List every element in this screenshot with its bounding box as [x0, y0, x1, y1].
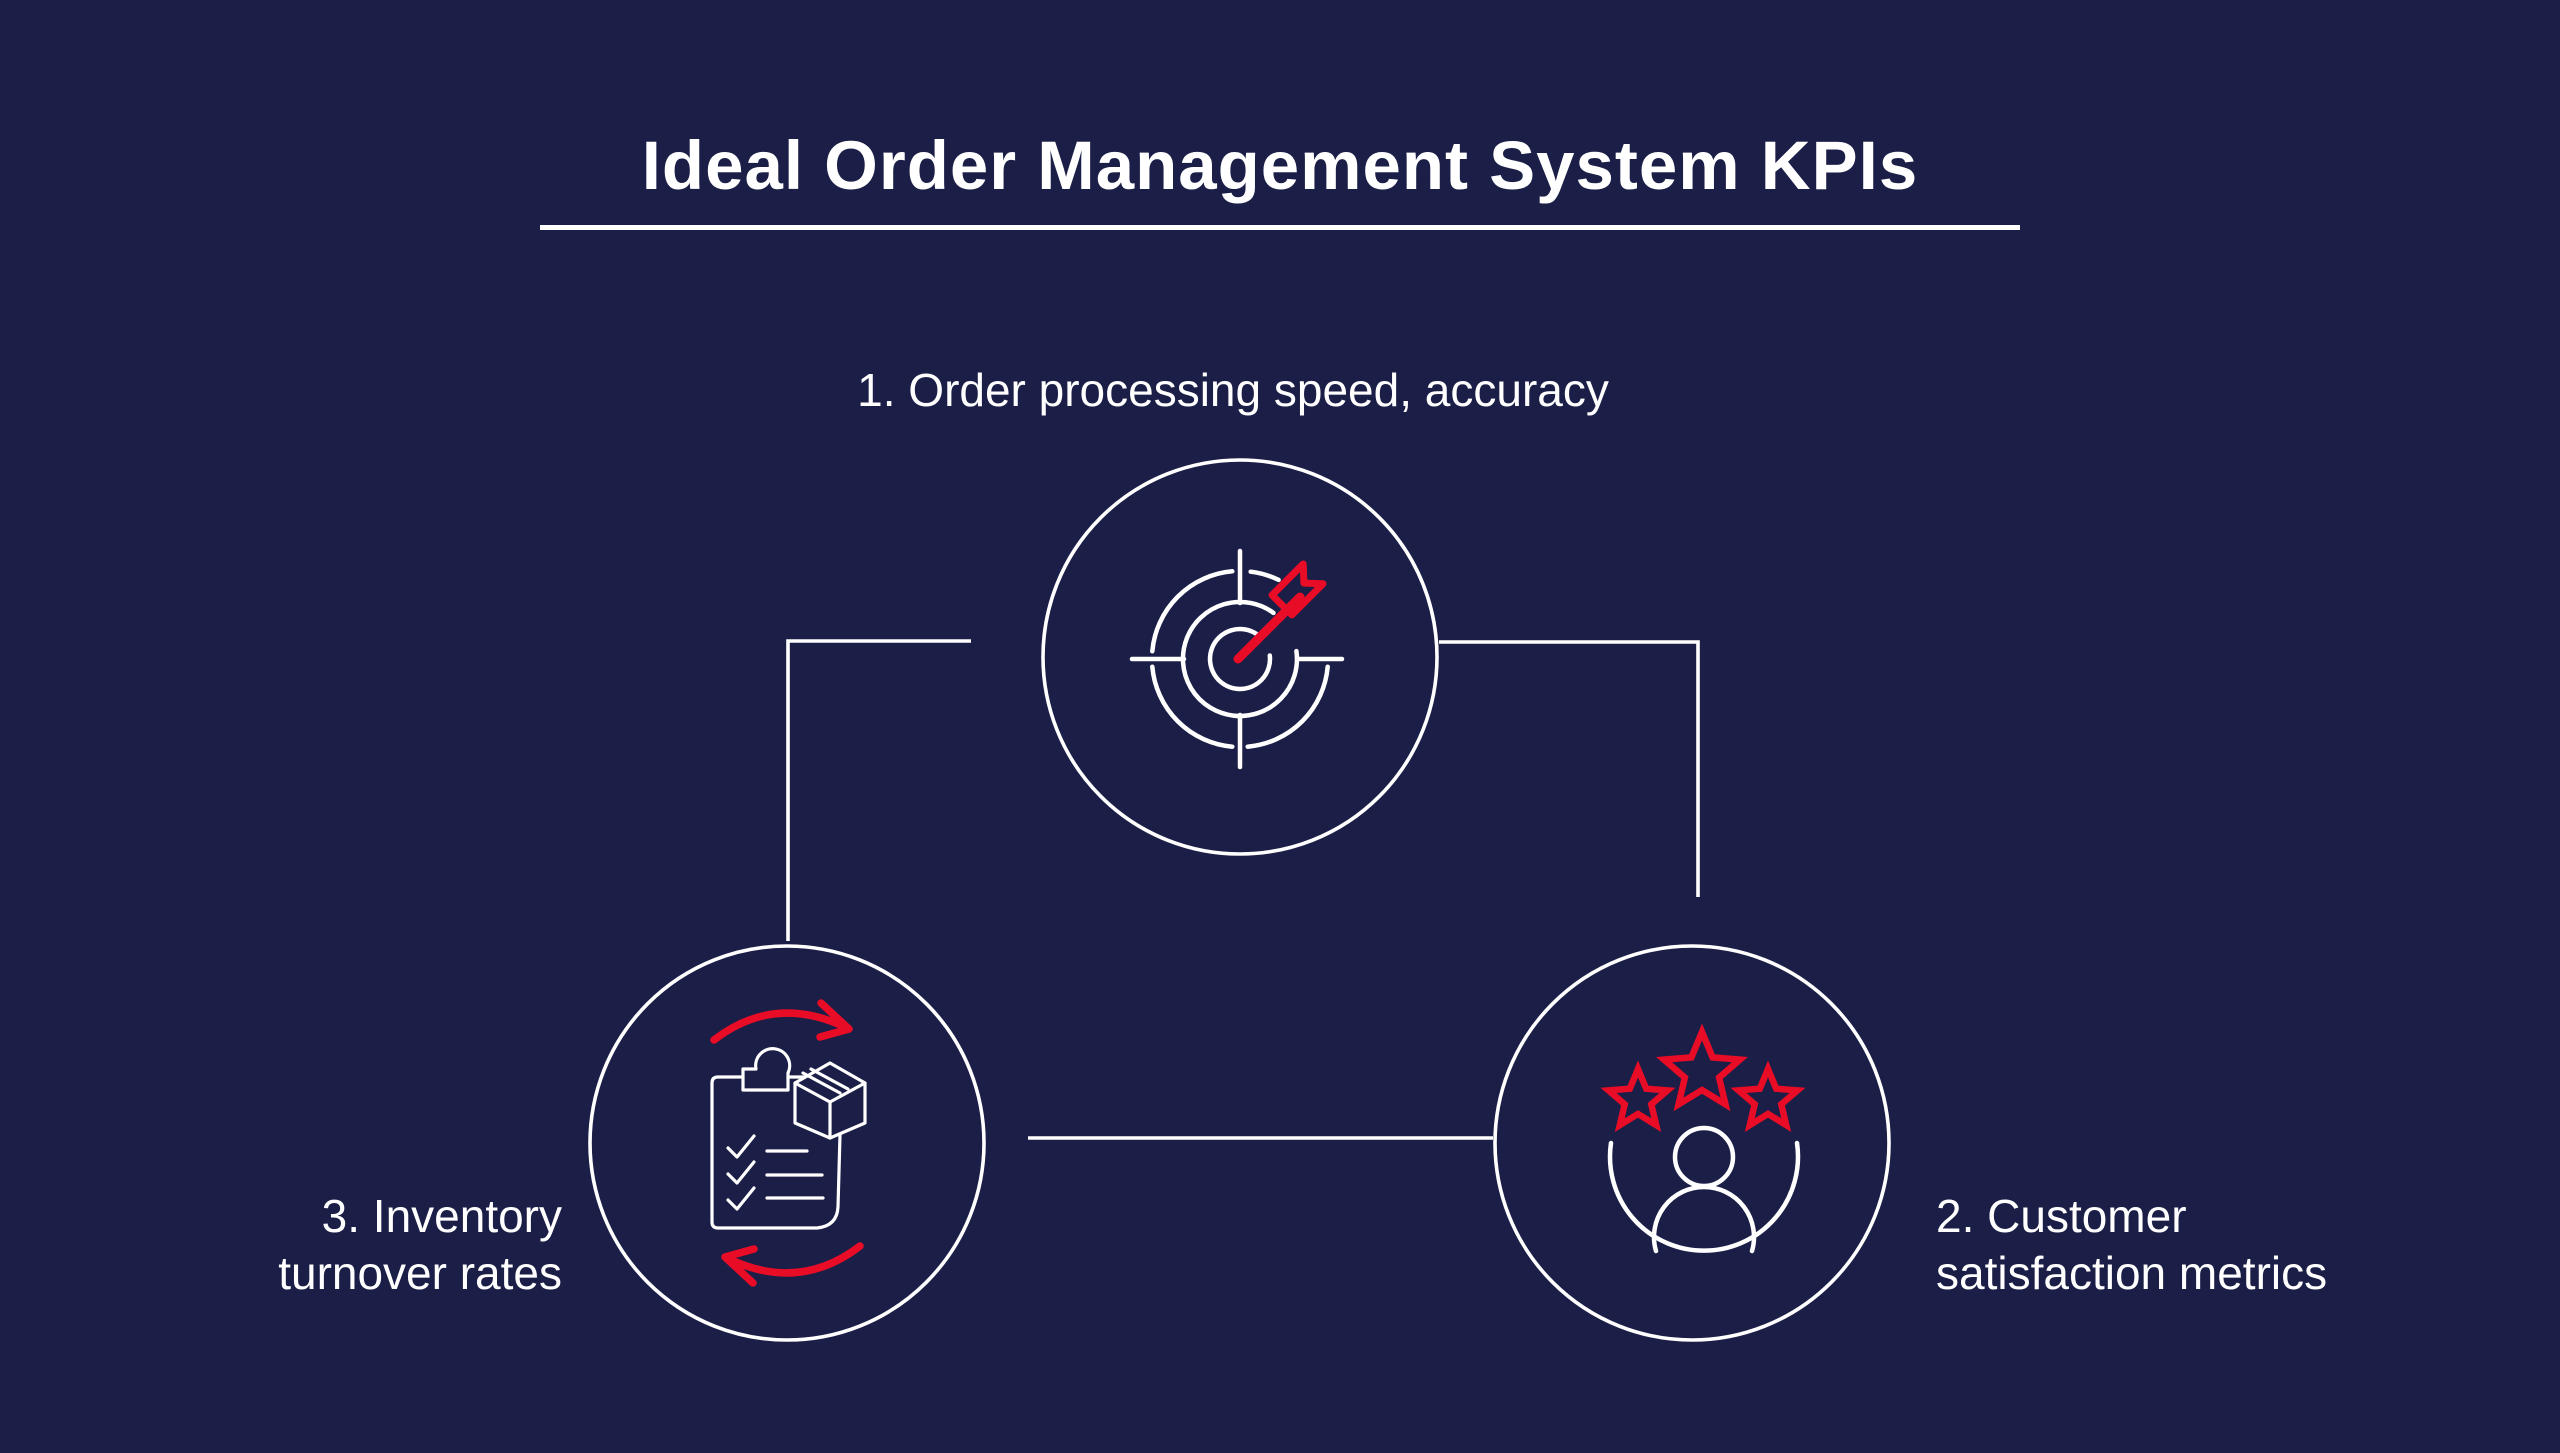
cube-icon: [793, 1061, 867, 1140]
checklist-marks: [726, 1134, 756, 1211]
checklist-lines: [765, 1149, 825, 1200]
cycle-arrow-bottom-icon: [721, 1242, 864, 1287]
connector-top-left-elbow: [786, 639, 971, 941]
star-icon: [1600, 1060, 1676, 1132]
person-icon: [1607, 1125, 1801, 1254]
node-label-customer: 2. Customer satisfaction metrics: [1936, 1190, 2328, 1299]
cycle-arrow-top-icon: [710, 999, 853, 1044]
target-crosshair-ticks: [1129, 548, 1345, 770]
clipboard-clip: [741, 1047, 792, 1092]
connector-top-right-elbow: [1439, 640, 1700, 897]
target-rings: [1150, 569, 1330, 749]
node-circle-order-processing: [1041, 458, 1439, 856]
node-circle-customer: [1493, 944, 1891, 1342]
target-dart-icon: [1129, 548, 1345, 770]
connector-lines: [786, 639, 1700, 1140]
node-label-inventory: 3. Inventory turnover rates: [278, 1190, 562, 1299]
dart-icon: [1233, 560, 1327, 664]
node-label-order-processing: 1. Order processing speed, accuracy: [857, 364, 1609, 416]
star-icon: [1655, 1023, 1749, 1112]
title-underline: [540, 225, 2020, 230]
customer-rating-icon: [1600, 1023, 1806, 1254]
page-title: Ideal Order Management System KPIs: [641, 127, 1919, 204]
star-icon: [1730, 1060, 1806, 1132]
clipboard-icon: [710, 1047, 842, 1230]
node-circle-inventory: [588, 944, 986, 1342]
inventory-cycle-icon: [710, 999, 867, 1287]
